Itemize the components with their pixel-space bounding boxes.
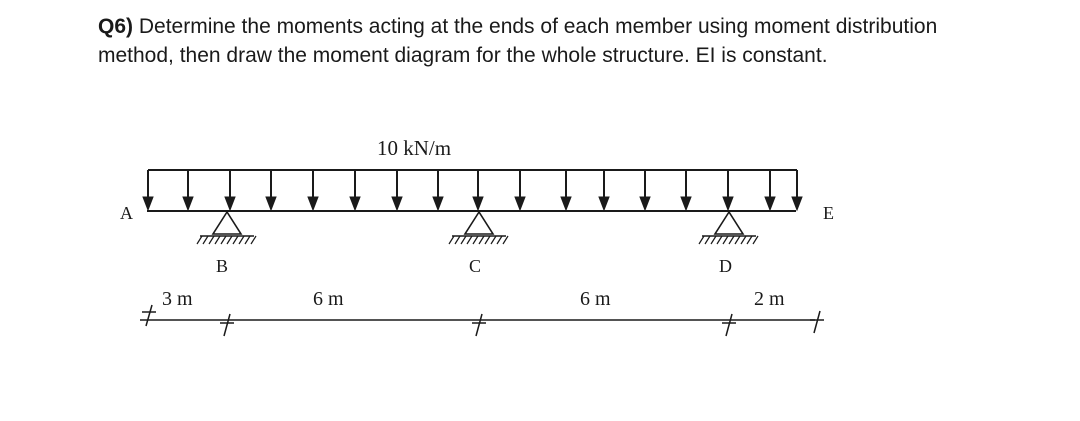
dim-tick-e [810,310,824,334]
load-arrow [472,170,484,212]
load-arrow [764,170,776,212]
distributed-load [142,169,803,212]
load-arrow [265,170,277,212]
load-arrow [639,170,651,212]
load-arrow [791,170,803,212]
load-arrow [598,170,610,212]
span-bc-label: 6 m [313,288,344,310]
dim-tick-d [722,313,736,337]
dimension-line [140,304,824,337]
load-arrow [514,170,526,212]
label-b: B [216,256,228,276]
span-cd-label: 6 m [580,288,611,310]
span-de-label: 2 m [754,288,785,310]
load-arrow [182,170,194,212]
question-body: Determine the moments acting at the ends… [98,15,938,67]
support-b [196,210,257,245]
load-arrow [680,170,692,212]
label-a: A [120,203,133,223]
span-ab-label: 3 m [162,288,193,310]
load-arrow [224,170,236,212]
support-c [448,210,509,245]
dim-tick-a [142,304,156,327]
label-e: E [823,203,834,223]
label-c: C [469,256,481,276]
load-arrow [391,170,403,212]
question-text: Q6) Determine the moments acting at the … [98,12,998,70]
dim-tick-c [472,313,486,337]
load-arrow [722,170,734,212]
load-label: 10 kN/m [377,136,451,160]
load-arrow [432,170,444,212]
load-arrow [142,170,154,212]
label-d: D [719,256,732,276]
dim-tick-b [220,313,234,337]
load-arrow [307,170,319,212]
load-arrows [142,170,803,212]
question-number: Q6) [98,15,134,38]
support-d [698,210,759,245]
load-arrow [349,170,361,212]
load-arrow [560,170,572,212]
